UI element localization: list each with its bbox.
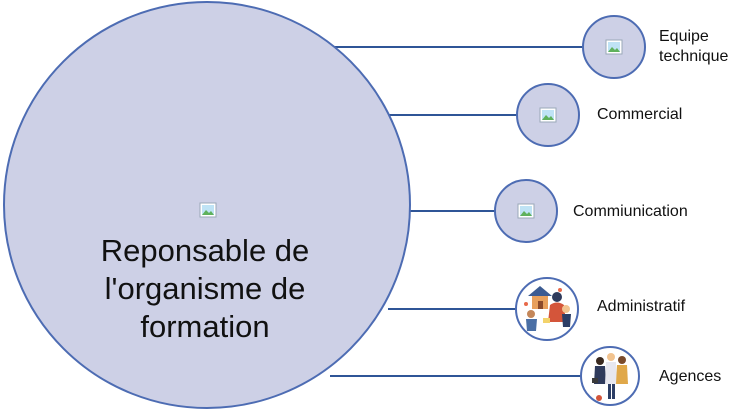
node-agences bbox=[580, 346, 640, 406]
node-administratif bbox=[515, 277, 579, 341]
node-label-commercial: Commercial bbox=[597, 106, 683, 123]
node-equipe bbox=[582, 15, 646, 79]
node-label-agences: Agences bbox=[659, 368, 722, 385]
image-placeholder-icon bbox=[517, 203, 535, 219]
central-title-line-3: formation bbox=[140, 309, 270, 344]
image-placeholder-icon bbox=[605, 39, 623, 55]
node-communication bbox=[494, 179, 558, 243]
node-label-equipe-line-1: Equipe bbox=[659, 28, 709, 45]
node-commercial bbox=[516, 83, 580, 147]
central-image-placeholder-icon bbox=[199, 202, 217, 218]
node-label-equipe-line-2: technique bbox=[659, 48, 729, 65]
node-label-administratif: Administratif bbox=[597, 298, 686, 315]
central-title-line-2: l'organisme de bbox=[104, 271, 306, 306]
image-placeholder-icon bbox=[539, 107, 557, 123]
connectors bbox=[330, 46, 583, 377]
central-title-line-1: Reponsable de bbox=[100, 233, 310, 268]
people-illustration-icon bbox=[592, 353, 628, 401]
node-label-equipe: Equipe technique bbox=[659, 27, 728, 67]
node-label-communication: Commiunication bbox=[573, 203, 688, 220]
central-title: Reponsable de l'organisme de formation bbox=[40, 232, 370, 346]
team-illustration-icon bbox=[524, 286, 571, 331]
